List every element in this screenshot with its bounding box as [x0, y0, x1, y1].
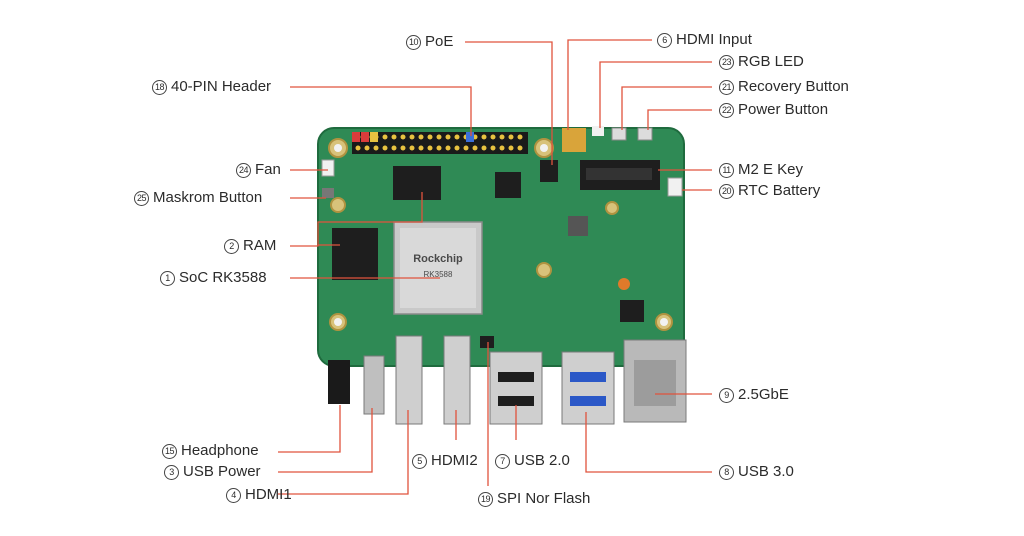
label-text: HDMI2 — [431, 452, 478, 469]
label-number: 25 — [134, 190, 149, 206]
label-m2-e-key: 11 M2 E Key — [719, 161, 803, 179]
ic-chip — [495, 172, 521, 198]
label-spi-nor-flash: 19 SPI Nor Flash — [478, 490, 590, 508]
label-text: Power Button — [738, 101, 829, 118]
label-text: USB 3.0 — [738, 463, 794, 480]
label-maskrom-button: 25 Maskrom Button — [134, 189, 262, 207]
poe-header — [540, 160, 558, 182]
hdmi2-port — [443, 335, 471, 425]
soc-chip: Rockchip RK3588 — [393, 221, 483, 315]
label-text: RAM — [243, 237, 277, 254]
label-number: 7 — [495, 453, 510, 469]
label-recovery-button: 21 Recovery Button — [719, 78, 849, 96]
spi-flash-chip — [480, 336, 494, 348]
soc-brand-text: Rockchip — [413, 253, 463, 265]
label-rtc-battery: 20 RTC Battery — [719, 182, 820, 200]
label-headphone: 15 Headphone — [162, 442, 259, 460]
label-hdmi2: 5 HDMI2 — [412, 452, 478, 470]
label-text: 40-PIN Header — [171, 78, 272, 95]
power-btn — [637, 127, 653, 141]
hdmi1-port — [395, 335, 423, 425]
label-text: RTC Battery — [738, 182, 821, 199]
label-text: USB Power — [183, 463, 261, 480]
label-text: USB 2.0 — [514, 452, 570, 469]
label-text: RGB LED — [738, 53, 804, 70]
label-text: HDMI1 — [245, 486, 292, 503]
label-power-button: 22 Power Button — [719, 101, 828, 119]
label-number: 1 — [160, 270, 175, 286]
label-text: M2 E Key — [738, 161, 804, 178]
label-number: 2 — [224, 238, 239, 254]
label-number: 4 — [226, 487, 241, 503]
label-text: PoE — [425, 33, 454, 50]
orange-component — [618, 278, 630, 290]
hdmi-input-port — [562, 128, 586, 152]
fan-connector — [321, 159, 335, 177]
headphone-jack — [328, 360, 350, 404]
leader-lines — [278, 39, 712, 495]
label-number: 18 — [152, 79, 167, 95]
label-poe: 10 PoE — [406, 33, 453, 51]
label-text: Recovery Button — [738, 78, 849, 95]
label-text: Maskrom Button — [153, 189, 263, 206]
label-number: 22 — [719, 102, 734, 118]
soc-model-text: RK3588 — [424, 270, 453, 279]
label-number: 6 — [657, 32, 672, 48]
label-number: 11 — [719, 162, 734, 178]
label-usb-power: 3 USB Power — [164, 463, 261, 481]
label-number: 5 — [412, 453, 427, 469]
label-usb20: 7 USB 2.0 — [495, 452, 570, 470]
label-number: 3 — [164, 464, 179, 480]
rtc-connector — [667, 177, 683, 197]
label-number: 21 — [719, 79, 734, 95]
label-soc: 1 SoC RK3588 — [160, 269, 267, 287]
inductor — [568, 216, 588, 236]
ic-chip-2 — [620, 300, 644, 322]
label-number: 10 — [406, 34, 421, 50]
label-fan: 24 Fan — [236, 161, 281, 179]
label-rgb-led: 23 RGB LED — [719, 53, 804, 71]
label-25gbe: 9 2.5GbE — [719, 386, 789, 404]
recovery-btn — [611, 127, 627, 141]
label-text: Headphone — [181, 442, 259, 459]
label-text: 2.5GbE — [738, 386, 789, 403]
label-hdmi1: 4 HDMI1 — [226, 486, 292, 504]
label-text: Fan — [255, 161, 281, 178]
label-number: 9 — [719, 387, 734, 403]
rgb-led — [592, 126, 604, 136]
label-text: SPI Nor Flash — [497, 490, 591, 507]
usbc-power-port — [363, 355, 385, 415]
label-number: 24 — [236, 162, 251, 178]
gpio-header — [352, 132, 528, 154]
label-number: 19 — [478, 491, 493, 507]
label-number: 23 — [719, 54, 734, 70]
label-number: 8 — [719, 464, 734, 480]
label-hdmi-input: 6 HDMI Input — [657, 31, 752, 49]
usb30-port — [561, 351, 615, 425]
label-usb30: 8 USB 3.0 — [719, 463, 794, 481]
label-number: 20 — [719, 183, 734, 199]
label-ram: 2 RAM — [224, 237, 276, 255]
label-number: 15 — [162, 443, 177, 459]
ram-chip-left — [332, 228, 378, 280]
maskrom-switch — [322, 188, 334, 198]
ram-chip-top — [393, 166, 441, 200]
label-text: SoC RK3588 — [179, 269, 267, 286]
label-40pin-header: 18 40-PIN Header — [152, 78, 271, 96]
mounting-holes — [328, 138, 673, 331]
label-text: HDMI Input — [676, 31, 752, 48]
